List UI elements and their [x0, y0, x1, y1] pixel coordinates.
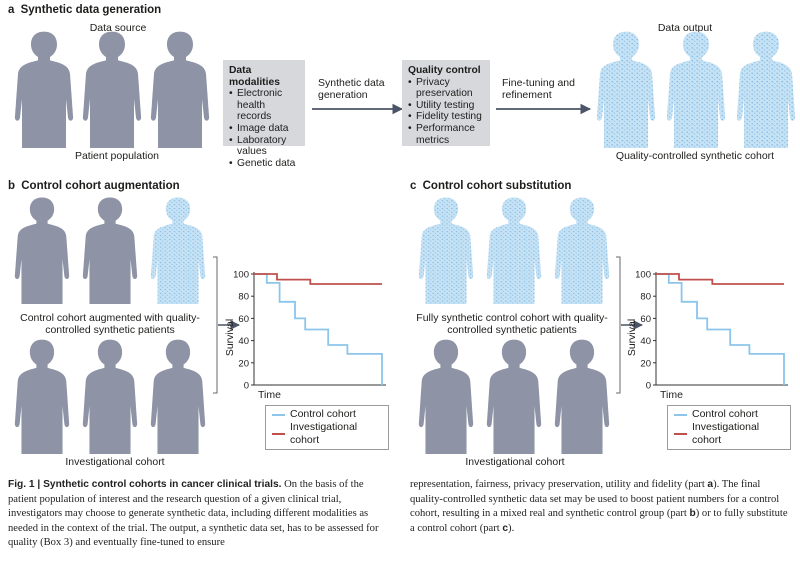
augmented-label: Control cohort augmented with quality-co…: [20, 312, 200, 336]
investigational-label-b: Investigational cohort: [65, 456, 165, 468]
panel-b-title: b Control cohort augmentation: [8, 180, 180, 192]
patient-figure: [554, 339, 610, 454]
panel-a-title-text: Synthetic data generation: [20, 4, 162, 16]
modality-item: Electronic health records: [229, 88, 299, 123]
y-tick-label: 0: [244, 381, 249, 392]
legend-item-investigational-c: Investigational cohort: [674, 421, 784, 447]
control-swatch: [272, 413, 285, 416]
control-swatch: [674, 413, 687, 416]
legend-investigational-label: Investigational cohort: [290, 421, 358, 446]
panel-a-letter: a: [8, 4, 15, 16]
caption-ref-a: a: [707, 479, 714, 490]
investigational-cohort-line: [254, 273, 382, 285]
y-tick-label: 40: [640, 336, 651, 347]
panel-c-title: c Control cohort substitution: [410, 180, 571, 192]
y-tick-label: 20: [238, 358, 249, 369]
caption-left: Fig. 1 | Synthetic control cohorts in ca…: [8, 478, 388, 551]
y-tick-label: 60: [238, 314, 249, 325]
caption-right-text-4: ).: [508, 522, 515, 534]
data-modalities-box: Data modalities Electronic health record…: [223, 60, 305, 169]
fine-tuning-label: Fine-tuning and refinement: [502, 77, 575, 101]
panel-a-title: a Synthetic data generation: [8, 4, 161, 16]
y-tick-label: 100: [635, 270, 651, 281]
y-axis-label: Survival: [224, 319, 236, 356]
quality-item: Privacy preservation: [408, 77, 484, 100]
generation-arrow: [312, 103, 404, 115]
caption-right-text-1: representation, fairness, privacy preser…: [410, 479, 705, 490]
y-tick-label: 100: [233, 270, 249, 281]
y-tick-label: 40: [238, 336, 249, 347]
synthetic-generation-label: Synthetic data generation: [318, 77, 385, 101]
panel-b-title-text: Control cohort augmentation: [21, 180, 180, 192]
data-modalities-list: Electronic health records Image data Lab…: [229, 88, 299, 169]
investigational-cohort-line: [656, 273, 784, 285]
legend-item-control-b: Control cohort: [272, 408, 382, 421]
fine-tuning-arrow: [496, 103, 592, 115]
panel-c-title-text: Control cohort substitution: [422, 180, 572, 192]
modality-item: Image data: [229, 123, 299, 135]
y-axis-label: Survival: [626, 319, 638, 356]
panel-c-letter: c: [410, 180, 417, 192]
quality-control-title: Quality control: [408, 65, 481, 76]
y-tick-label: 80: [640, 292, 651, 303]
panel-b-letter: b: [8, 180, 16, 192]
control-cohort-line: [254, 273, 383, 385]
legend-c: Control cohort Investigational cohort: [667, 405, 791, 450]
data-modalities-title: Data modalities: [229, 65, 280, 88]
patient-population-label: Patient population: [74, 150, 160, 162]
caption-right-text-2: ). The final quality-controlled syntheti…: [410, 479, 780, 520]
legend-control-label: Control cohort: [692, 408, 758, 420]
quality-item: Performance metrics: [408, 123, 484, 146]
quality-item: Fidelity testing: [408, 111, 484, 123]
data-output-label: Data output: [657, 22, 713, 34]
modality-item: Genetic data: [229, 158, 299, 170]
patient-figure: [418, 339, 474, 454]
investigational-swatch: [674, 433, 687, 435]
quality-control-box: Quality control Privacy preservation Uti…: [402, 60, 490, 146]
y-tick-label: 0: [646, 381, 651, 392]
legend-control-label: Control cohort: [290, 408, 356, 420]
bracket-arrow-b: [213, 256, 240, 394]
data-source-label: Data source: [89, 22, 147, 34]
x-axis-label: Time: [258, 389, 281, 401]
patient-figure: [486, 339, 542, 454]
legend-investigational-label: Investigational cohort: [692, 421, 760, 446]
investigational-swatch: [272, 433, 285, 435]
y-tick-label: 80: [238, 292, 249, 303]
legend-item-investigational-b: Investigational cohort: [272, 421, 382, 447]
investigational-label-c: Investigational cohort: [465, 456, 565, 468]
control-cohort-line: [656, 273, 785, 385]
legend-item-control-c: Control cohort: [674, 408, 784, 421]
caption-left-text: On the basis of the patient population o…: [8, 479, 379, 549]
legend-b: Control cohort Investigational cohort: [265, 405, 389, 450]
y-tick-label: 60: [640, 314, 651, 325]
bracket-arrow-c: [616, 256, 643, 394]
caption-right-text-3: ) or to fully substitute a control cohor…: [410, 508, 788, 534]
caption-ref-b: b: [689, 508, 696, 520]
quality-cohort-label: Quality-controlled synthetic cohort: [615, 150, 775, 162]
x-axis-label: Time: [660, 389, 683, 401]
caption-ref-c: c: [502, 522, 509, 534]
quality-item: Utility testing: [408, 100, 484, 112]
caption-right: representation, fairness, privacy preser…: [410, 478, 792, 536]
quality-control-list: Privacy preservation Utility testing Fid…: [408, 77, 484, 147]
y-tick-label: 20: [640, 358, 651, 369]
modality-item: Laboratory values: [229, 135, 299, 158]
substituted-label: Fully synthetic control cohort with qual…: [416, 312, 608, 336]
figure-label: Fig. 1 | Synthetic control cohorts in ca…: [8, 479, 282, 490]
